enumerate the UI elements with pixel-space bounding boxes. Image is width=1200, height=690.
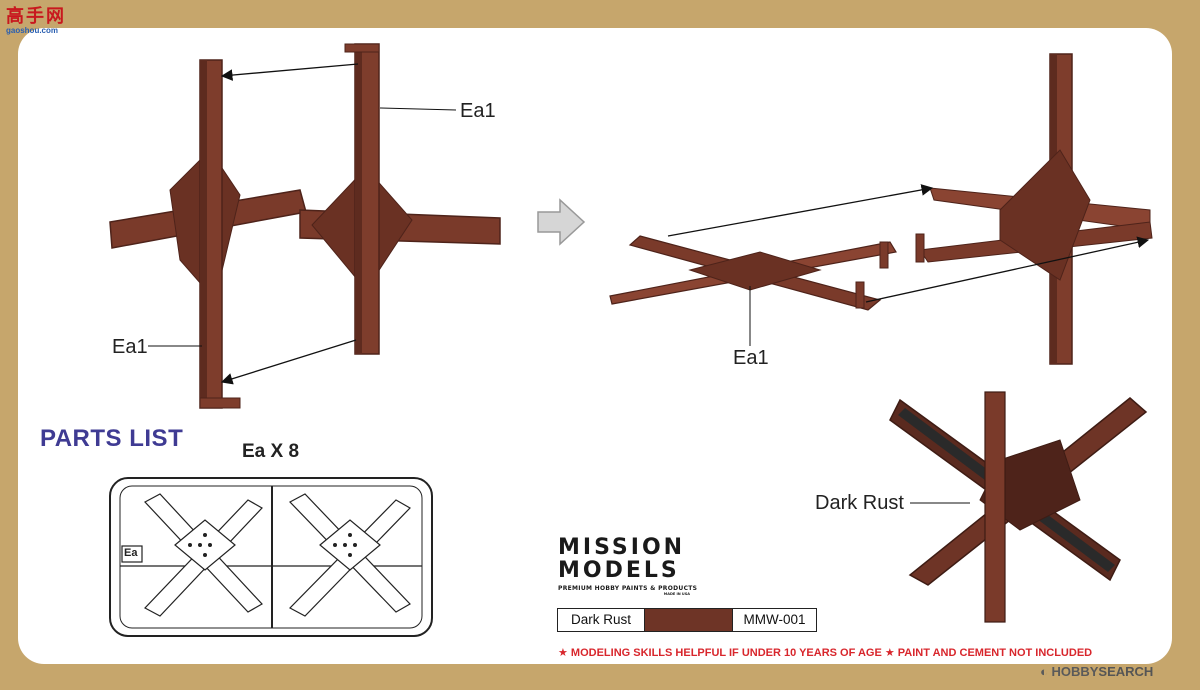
label-ea1-right: Ea1 [733,347,769,369]
paint-reference-bar: Dark Rust MMW-001 [557,608,817,632]
brand-made: MADE IN USA [663,592,690,596]
sprue-part-label: Ea [124,547,138,559]
paint-name: Dark Rust [558,609,645,631]
label-ea1-left: Ea1 [112,336,148,358]
beam-piece-right [299,43,501,355]
watermark-bottom-brand: HOBBY [1051,664,1099,679]
parts-list-title: PARTS LIST [40,425,184,452]
hobbysearch-logo-icon: ◐ [1040,664,1052,679]
next-step-arrow-icon [537,198,586,246]
paint-swatch [645,609,733,631]
watermark-top: 高手网 gaoshou.com [6,6,66,35]
mission-models-logo: MISSION MODELS PREMIUM HOBBY PAINTS & PR… [558,535,698,597]
brand-tagline: PREMIUM HOBBY PAINTS & PRODUCTS [558,585,698,592]
assembly-arrows-right [667,184,1150,346]
watermark-bottom: ◐ HOBBYSEARCH [1040,664,1153,679]
beam-piece-left [109,59,307,409]
watermark-bottom-suffix: SEARCH [1098,664,1154,679]
watermark-top-url: gaoshou.com [6,26,59,35]
brand-line1: MISSION [558,535,686,560]
sprue-quantity: Ea X 8 [242,441,300,462]
warning-text: ★ MODELING SKILLS HELPFUL IF UNDER 10 YE… [558,647,1093,659]
watermark-top-title: 高手网 [6,6,66,26]
label-ea1-top: Ea1 [460,100,496,122]
assembly-arrows-left [148,63,457,385]
beam-piece-flat [609,235,897,311]
label-dark-rust: Dark Rust [815,492,904,514]
beam-piece-upright [915,53,1153,365]
paint-code: MMW-001 [743,612,806,627]
brand-line2: MODELS [558,558,680,583]
finished-hedgehog-model [889,391,1148,623]
sprue-diagram [109,477,433,637]
